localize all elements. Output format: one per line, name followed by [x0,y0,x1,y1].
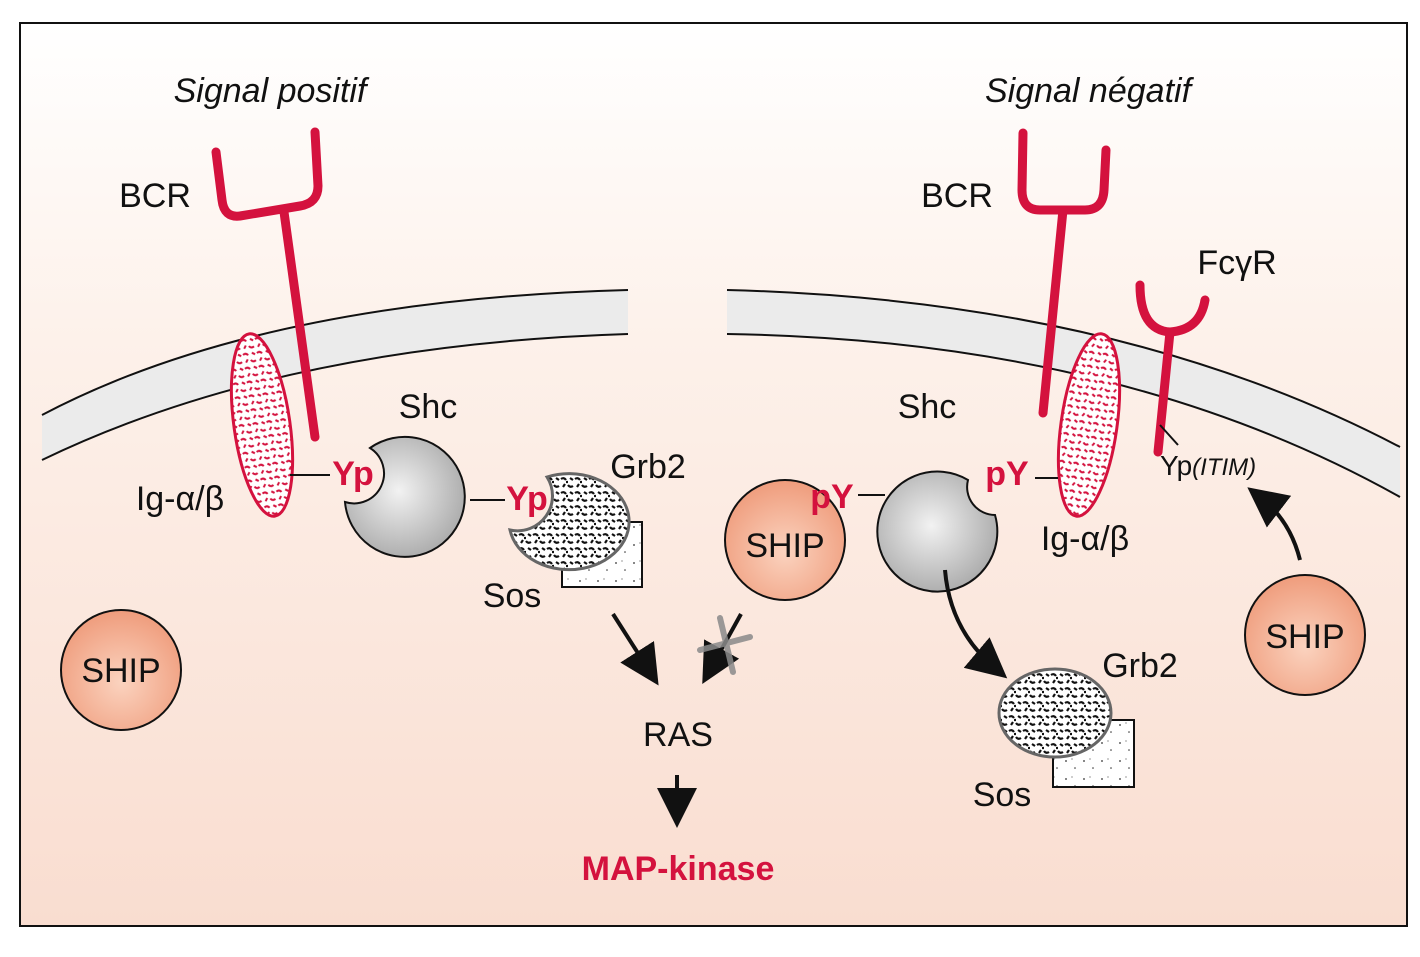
title-negative-signal: Signal négatif [985,72,1195,110]
label-ship-left: SHIP [81,652,160,690]
ship-protein-bound [724,479,846,601]
ship-protein-left [60,609,182,731]
arrow-sos-to-ras [611,612,659,686]
label-ras: RAS [643,716,713,754]
shc-protein-right [876,470,999,593]
label-py-ship: pY [810,478,854,516]
arrow-release-grb2 [943,569,1008,679]
label-yp-2: Yp [506,480,548,518]
label-py-shc: pY [985,455,1029,493]
arrow-ship-to-itim [1247,487,1302,561]
label-sos-right: Sos [973,776,1032,814]
label-bcr-right: BCR [921,177,993,215]
label-ig-right: Ig-α/β [1041,520,1129,558]
label-grb2-left: Grb2 [610,448,686,486]
label-grb2-right: Grb2 [1102,647,1178,685]
label-map-kinase: MAP-kinase [582,850,775,888]
title-positive-signal: Signal positif [174,72,370,110]
membrane-left [42,290,628,460]
fcgr-receptor [1135,280,1210,457]
label-ship-right: SHIP [1265,618,1344,656]
blocked-cross-icon [697,615,753,675]
ship-protein-right [1244,574,1366,696]
membrane-right [727,290,1400,497]
label-ship-bound: SHIP [745,527,824,565]
grb2-protein-left [508,472,631,572]
label-bcr-left: BCR [119,177,191,215]
label-yp-1: Yp [332,455,374,493]
ig-alpha-beta-right [1056,332,1122,518]
shc-protein-left [343,435,466,558]
label-fcgr: FcγR [1197,244,1276,282]
bcr-receptor-left [211,127,323,442]
grb2-protein-right [997,667,1113,759]
bcr-receptor-right [1017,128,1111,418]
label-sos-left: Sos [483,577,542,615]
ig-alpha-beta-left [229,332,295,518]
label-yp-itim: Yp(ITIM) [1160,450,1256,481]
label-shc-right: Shc [898,388,957,426]
label-shc-left: Shc [399,388,458,426]
label-ig-left: Ig-α/β [136,480,224,518]
